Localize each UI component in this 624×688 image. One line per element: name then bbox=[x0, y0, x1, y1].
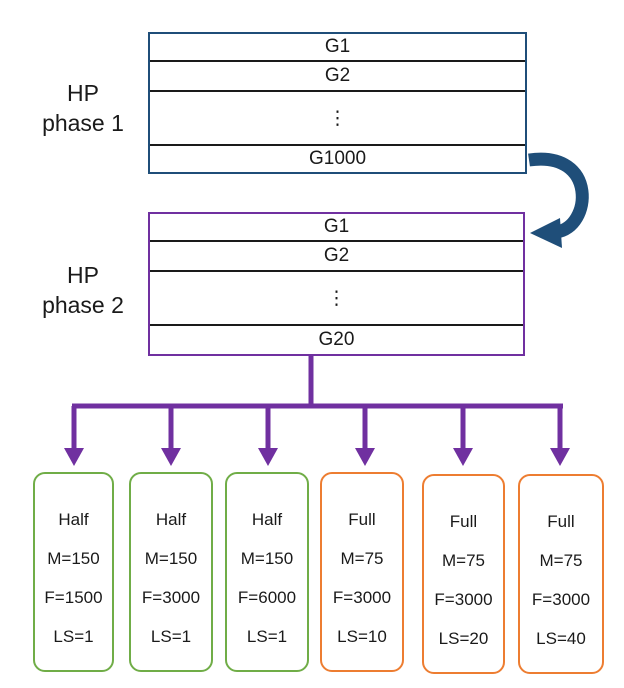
phase2-row-g2: G2 bbox=[150, 242, 523, 272]
config-1-mode: Half bbox=[58, 509, 89, 529]
config-6-m: M=75 bbox=[539, 550, 583, 570]
arrowhead-6 bbox=[550, 448, 570, 466]
config-3-ls: LS=1 bbox=[246, 626, 288, 646]
config-box-1: Half M=150 F=1500 LS=1 bbox=[33, 472, 114, 672]
config-2-m: M=150 bbox=[144, 548, 198, 568]
phase1-label: HP phase 1 bbox=[8, 78, 158, 138]
arrowhead-4 bbox=[355, 448, 375, 466]
phase2-label-line1: HP bbox=[67, 262, 99, 288]
config-2-f: F=3000 bbox=[141, 587, 201, 607]
config-box-5: Full M=75 F=3000 LS=20 bbox=[422, 474, 505, 674]
config-5-mode: Full bbox=[449, 511, 478, 531]
config-6-f: F=3000 bbox=[531, 589, 591, 609]
config-3-f: F=6000 bbox=[237, 587, 297, 607]
arrowhead-5 bbox=[453, 448, 473, 466]
phase2-label-line2: phase 2 bbox=[42, 292, 124, 318]
config-1-f: F=1500 bbox=[44, 587, 103, 607]
phase1-row-g2: G2 bbox=[150, 62, 525, 92]
phase2-row-ellipsis: ⋮ bbox=[150, 272, 523, 326]
config-1-ls: LS=1 bbox=[53, 626, 94, 646]
config-4-ls: LS=10 bbox=[337, 626, 387, 646]
phase1-row-g1000: G1000 bbox=[308, 148, 367, 169]
phase1-to-phase2-arrowhead bbox=[530, 218, 562, 248]
arrowhead-2 bbox=[161, 448, 181, 466]
config-6-ls: LS=40 bbox=[536, 628, 586, 648]
config-4-mode: Full bbox=[348, 509, 376, 529]
phase1-label-line1: HP bbox=[67, 80, 99, 106]
config-box-6: Full M=75 F=3000 LS=40 bbox=[518, 474, 604, 674]
phase2-generation-stack: G1 G2 ⋮ G20 bbox=[148, 212, 525, 356]
tree-arrows bbox=[64, 356, 570, 466]
config-1-m: M=150 bbox=[47, 548, 100, 568]
config-5-ls: LS=20 bbox=[438, 628, 489, 648]
config-3-mode: Half bbox=[251, 509, 283, 529]
phase1-generation-stack: G1 G2 ⋮ G1000 bbox=[148, 32, 527, 174]
arrowhead-1 bbox=[64, 448, 84, 466]
config-box-4: Full M=75 F=3000 LS=10 bbox=[320, 472, 404, 672]
config-2-mode: Half bbox=[155, 509, 187, 529]
phase2-label: HP phase 2 bbox=[8, 260, 158, 320]
config-box-2: Half M=150 F=3000 LS=1 bbox=[129, 472, 213, 672]
phase2-row-g20: G20 bbox=[318, 329, 355, 350]
phase1-to-phase2-arrow bbox=[528, 152, 589, 239]
config-4-f: F=3000 bbox=[332, 587, 392, 607]
config-3-m: M=150 bbox=[240, 548, 294, 568]
phase2-row-g1: G1 bbox=[150, 214, 523, 242]
arrowhead-3 bbox=[258, 448, 278, 466]
config-box-3: Half M=150 F=6000 LS=1 bbox=[225, 472, 309, 672]
config-5-f: F=3000 bbox=[434, 589, 493, 609]
config-5-m: M=75 bbox=[442, 550, 485, 570]
config-2-ls: LS=1 bbox=[150, 626, 192, 646]
phase1-label-line2: phase 1 bbox=[42, 110, 124, 136]
config-4-m: M=75 bbox=[340, 548, 384, 568]
config-6-mode: Full bbox=[547, 511, 575, 531]
phase1-row-g1: G1 bbox=[150, 34, 525, 62]
phase1-row-ellipsis: ⋮ bbox=[150, 92, 525, 146]
